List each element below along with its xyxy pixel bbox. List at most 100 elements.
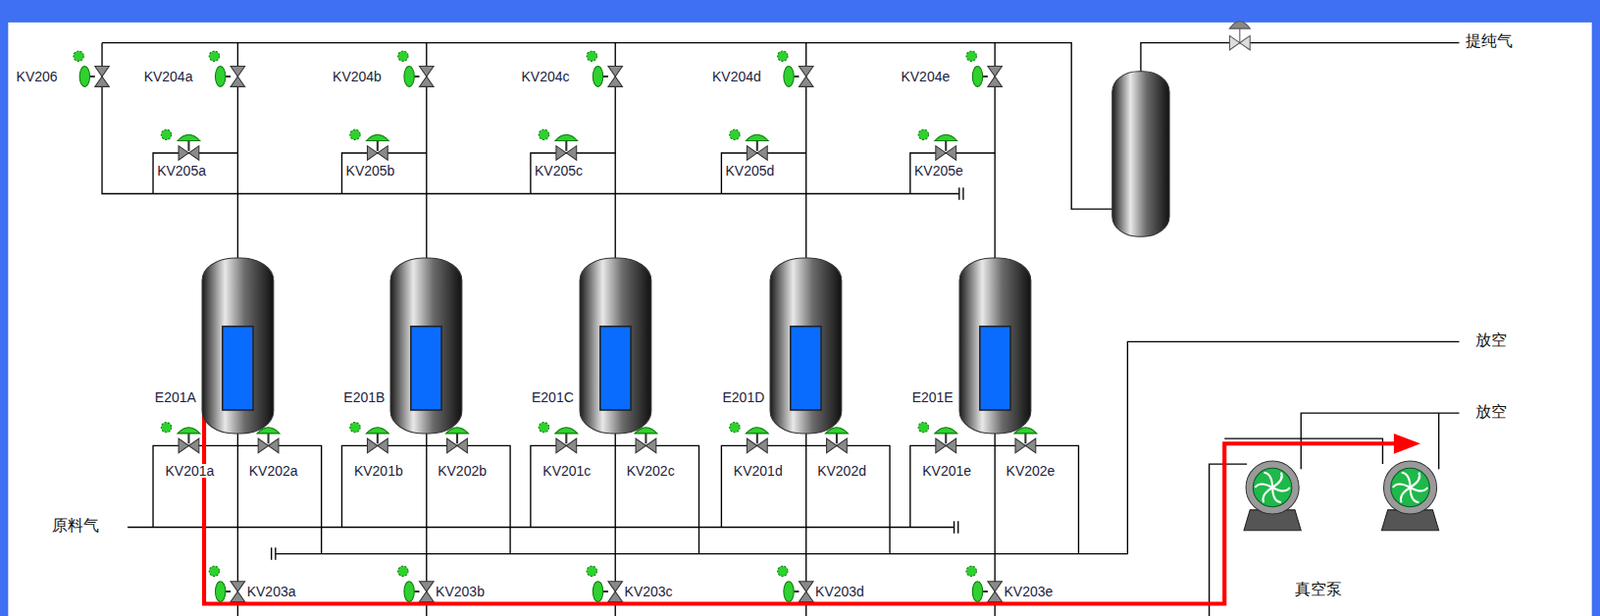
vessel-shell [770,258,842,434]
stream-label: 原料气 [51,517,101,534]
adsorber-vessel: E201D [769,257,843,435]
valve-stem [376,433,379,444]
valve-indicator [350,421,361,432]
valve-stem [944,433,947,444]
valve-stem [982,75,988,78]
adsorbent-bed [411,326,442,411]
kv202-branch [615,445,699,554]
vacuum-pump [1243,461,1301,531]
blind-flange [957,520,959,533]
on-off-valve [918,421,958,453]
valve-actuator [365,134,389,141]
valve-stem [413,590,419,593]
on-off-valve [729,421,770,453]
valve-tag: KV202e [1005,464,1057,478]
valve-stem [835,433,838,444]
valve-indicator [208,51,219,61]
on-off-valve [208,566,245,602]
valve-tag: KV203b [434,584,486,599]
on-off-valve [729,129,770,160]
valve-tag: KV204b [331,69,383,84]
kv201-branch [153,445,238,527]
vessel-shape [958,257,1033,435]
valve-tag: KV204d [711,69,763,84]
valve-tag: KV205d [724,163,776,178]
vessel-shell [959,258,1032,434]
valve-actuator [745,427,769,434]
blind-flange [270,547,272,560]
kv205-branch [341,153,426,195]
on-off-valve [918,129,958,160]
valve-indicator [777,51,788,61]
valve-actuator [783,581,794,603]
valve-body [987,66,1003,88]
pump-casing [1383,461,1437,515]
valve-stem [413,75,419,78]
on-off-valve [160,129,201,160]
valve-indicator [538,129,549,140]
pump-vent [1300,412,1459,469]
valve-stem [225,590,231,593]
valve-body [419,66,435,88]
valve-tag: KV201c [541,464,592,478]
pump-vent [1438,412,1440,469]
on-off-valve [398,566,434,602]
kv201-branch [910,445,995,527]
valve-actuator [404,66,414,88]
valve-stem [565,140,568,151]
valve-stem [603,590,609,593]
on-off-valve [538,421,578,453]
valve-stem [187,433,190,444]
valve-tag: KV204c [519,69,570,84]
valve-actuator [177,134,201,141]
valve-body [95,66,110,88]
valve-indicator [777,566,788,576]
valve-stem [565,433,568,444]
valve-actuator [972,66,982,88]
valve-indicator [538,421,549,432]
kv205-branch [721,153,806,195]
valve-stem [376,140,379,151]
valve-tag: KV202c [625,464,676,478]
valve-stem [1024,433,1027,444]
kv202-branch [806,445,890,554]
valve-indicator [398,51,409,61]
valve-stem [644,433,647,444]
valve-body [419,581,435,603]
pump-blade [1393,484,1411,488]
valve-indicator [73,51,84,61]
valve-actuator [934,427,958,434]
buffer-tank [1112,71,1170,237]
valve-actuator [555,427,578,434]
adsorbent-bed [980,326,1011,411]
valve-tag: KV202d [816,464,868,478]
vessel-shape [201,257,275,435]
valve-indicator [729,129,740,140]
valve-actuator [745,134,769,141]
valve-tag: KV203e [1002,584,1054,599]
adsorber-vessel: E201E [958,257,1033,435]
kv201-branch [530,445,616,527]
valve-body [798,581,814,603]
vessel-shell [202,258,274,434]
pump-blade [1410,487,1429,491]
valve-actuator [934,134,958,141]
valve-actuator [214,66,225,88]
on-off-valve [398,51,434,87]
kv205-branch [153,153,238,195]
on-off-valve [777,566,814,602]
pipe-lines [102,43,1459,616]
vessel-shape [769,257,843,435]
equalize-header [102,43,960,195]
valve-stem [756,433,759,444]
kv201-branch [341,445,426,527]
valve-indicator [160,421,171,432]
valve-tag: KV205a [155,163,207,178]
vessel-shape [578,257,653,435]
adsorber-vessel: E201C [578,257,653,435]
vessel-tag: E201A [154,390,198,405]
valve-body [608,66,623,88]
valve-tag: KV204e [899,69,951,84]
stream-label: 放空 [1474,332,1508,349]
